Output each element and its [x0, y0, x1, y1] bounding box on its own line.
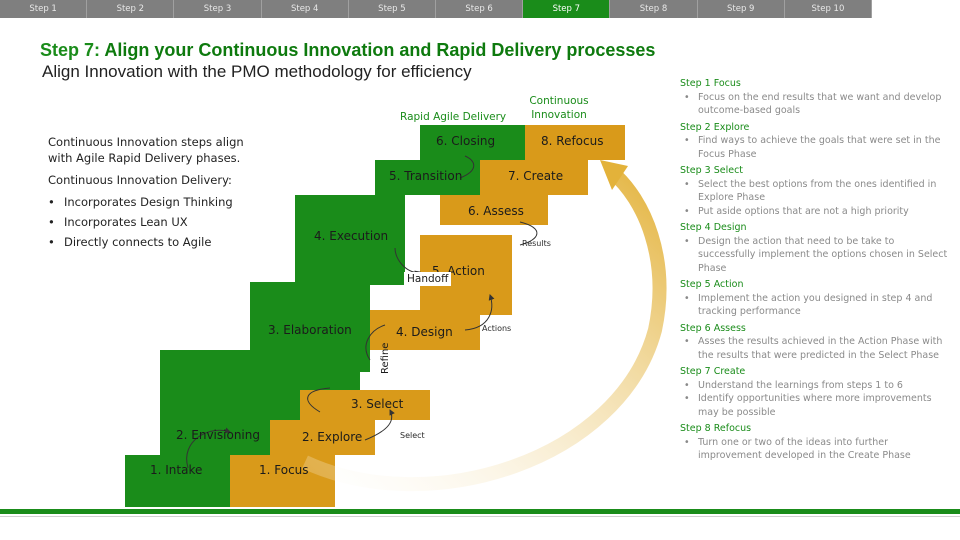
- yellow-label-design: 4. Design: [396, 325, 453, 339]
- step-tab-1[interactable]: Step 1: [0, 0, 88, 18]
- connector-select: Select: [400, 431, 425, 440]
- connector-results: Results: [522, 239, 551, 248]
- green-label-elaboration: 3. Elaboration: [268, 323, 352, 337]
- detail-bullet: Put aside options that are not a high pr…: [680, 205, 952, 219]
- detail-bullet: Design the action that need to be take t…: [680, 235, 952, 276]
- step-tab-3[interactable]: Step 3: [174, 0, 262, 18]
- step-tab-4[interactable]: Step 4: [261, 0, 349, 18]
- detail-heading: Step 5 Action: [680, 279, 744, 290]
- detail-heading: Step 4 Design: [680, 222, 747, 233]
- title-step-number: Step 7:: [40, 40, 101, 60]
- yellow-label-explore: 2. Explore: [302, 430, 363, 444]
- intro-bullet: Directly connects to Agile: [48, 234, 258, 250]
- steps-detail-list: Step 1 Focus Focus on the end results th…: [680, 77, 952, 463]
- step-tab-9[interactable]: Step 9: [697, 0, 785, 18]
- page-title: Step 7: Align your Continuous Innovation…: [40, 40, 655, 61]
- green-label-execution: 4. Execution: [314, 229, 389, 243]
- detail-heading: Step 8 Refocus: [680, 423, 752, 434]
- green-label-transition: 5. Transition: [389, 169, 463, 183]
- step-tab-2[interactable]: Step 2: [87, 0, 175, 18]
- yellow-label-assess: 6. Assess: [468, 204, 524, 218]
- detail-bullet: Focus on the end results that we want an…: [680, 91, 952, 118]
- detail-bullet: Implement the action you designed in ste…: [680, 292, 952, 319]
- page-subtitle: Align Innovation with the PMO methodolog…: [42, 62, 472, 81]
- detail-heading: Step 1 Focus: [680, 78, 741, 89]
- header-rapid-agile: Rapid Agile Delivery: [400, 111, 507, 123]
- connector-actions: Actions: [482, 324, 512, 333]
- intro-bullet: Incorporates Lean UX: [48, 214, 258, 230]
- header-continuous-innovation: Continuous Innovation: [524, 94, 594, 122]
- intro-bullets: Incorporates Design Thinking Incorporate…: [48, 194, 258, 250]
- step-tab-10[interactable]: Step 10: [784, 0, 873, 18]
- intro-text: Continuous Innovation steps align with A…: [48, 134, 258, 250]
- step-tab-8[interactable]: Step 8: [610, 0, 698, 18]
- yellow-label-refocus: 8. Refocus: [541, 134, 604, 148]
- yellow-label-select: 3. Select: [351, 397, 404, 411]
- header-continuous-innovation-text: Continuous Innovation: [529, 95, 589, 121]
- green-label-closing: 6. Closing: [436, 134, 496, 148]
- yellow-step-refocus: [525, 125, 625, 160]
- detail-bullet: Understand the learnings from steps 1 to…: [680, 379, 952, 393]
- detail-heading: Step 6 Assess: [680, 322, 746, 334]
- detail-heading: Step 2 Explore: [680, 121, 750, 133]
- detail-bullet: Identify opportunities where more improv…: [680, 392, 952, 419]
- green-label-envisioning: 2. Envisioning: [176, 428, 260, 442]
- step-tab-6[interactable]: Step 6: [436, 0, 524, 18]
- detail-heading: Step 7 Create: [680, 366, 746, 377]
- step-tab-7[interactable]: Step 7: [523, 0, 611, 18]
- detail-bullet: Asses the results achieved in the Action…: [680, 335, 952, 362]
- detail-heading: Step 3 Select: [680, 165, 744, 176]
- green-label-intake: 1. Intake: [150, 463, 203, 477]
- connector-refine: Refine: [380, 342, 391, 374]
- step-tab-bar: Step 1 Step 2 Step 3 Step 4 Step 5 Step …: [0, 0, 873, 18]
- detail-bullet: Find ways to achieve the goals that were…: [680, 134, 952, 161]
- green-step-closing: [420, 125, 525, 160]
- footer-divider: [0, 516, 960, 517]
- detail-bullet: Select the best options from the ones id…: [680, 178, 952, 205]
- yellow-label-focus: 1. Focus: [259, 463, 309, 477]
- intro-bullet: Incorporates Design Thinking: [48, 194, 258, 210]
- title-text: Align your Continuous Innovation and Rap…: [100, 40, 656, 60]
- detail-bullet: Turn one or two of the ideas into furthe…: [680, 436, 952, 463]
- intro-paragraph: Continuous Innovation steps align with A…: [48, 135, 244, 165]
- footer-green-bar: [0, 509, 960, 514]
- intro-heading: Continuous Innovation Delivery:: [48, 173, 232, 187]
- step-tab-5[interactable]: Step 5: [348, 0, 437, 18]
- yellow-label-create: 7. Create: [508, 169, 564, 183]
- connector-handoff: Handoff: [404, 272, 452, 286]
